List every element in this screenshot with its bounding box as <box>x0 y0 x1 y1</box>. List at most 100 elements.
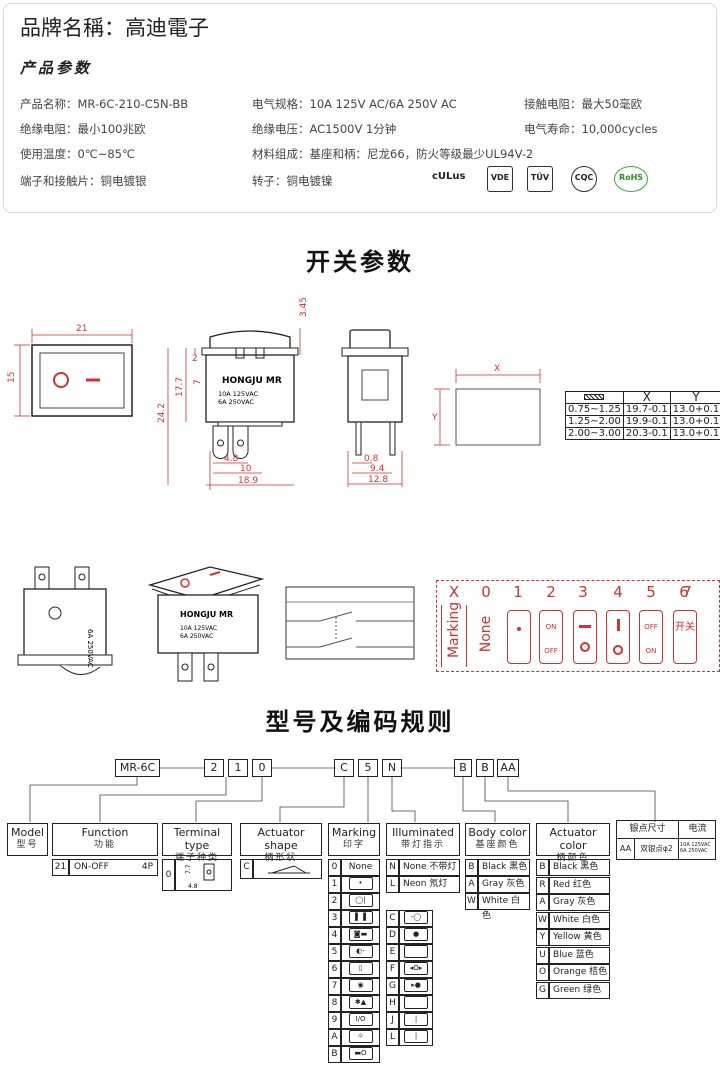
dim-height-177: 17.7 <box>175 377 185 397</box>
rohs-cert-icon: RoHS <box>614 166 648 192</box>
body-code-w: W <box>465 893 478 910</box>
dim-08: 0.8 <box>364 454 379 464</box>
switch-rear-view-drawing: 6A 250VAC <box>17 566 113 675</box>
marking-code-E: E <box>386 944 399 961</box>
marking-code-4: 4 <box>328 927 341 944</box>
marking-code-6: 6 <box>679 583 689 601</box>
illum-neon: Neon 氖灯 <box>399 876 460 893</box>
marking-dot-icon <box>507 610 531 664</box>
body-black: Black 黑色 <box>478 859 530 876</box>
dim-48: 4.8 <box>224 454 239 464</box>
actcolor-code-G: G <box>536 981 549 999</box>
marking-code-8: 8 <box>328 995 341 1012</box>
marking-glyph-2: ◯| <box>341 893 380 910</box>
dim-top-345: 3.45 <box>299 297 309 317</box>
side-label-rating1: 10A 125VAC <box>218 390 259 398</box>
body-code-a: A <box>465 876 478 893</box>
marking-code-7: 7 <box>682 583 692 601</box>
illum-code-l: L <box>386 876 399 893</box>
marking-code-3: 3 <box>578 583 588 601</box>
svg-text:HONGJU MR: HONGJU MR <box>180 610 233 619</box>
th-x: X <box>622 391 671 404</box>
svg-text:6A 250VAC: 6A 250VAC <box>180 633 213 640</box>
brand-name: 品牌名稱：高迪電子 <box>20 16 209 40</box>
marking-glyph-D: ● <box>399 927 433 944</box>
front-view-drawing <box>14 329 133 417</box>
marking-glyph-9: I/O <box>341 1012 380 1029</box>
actcolor-code-B: B <box>536 859 549 876</box>
illum-none: None 不带灯 <box>399 859 460 876</box>
svg-text:10A 125VAC: 10A 125VAC <box>180 625 217 632</box>
code-box-silver: AA <box>497 759 519 777</box>
marking-code-2: 2 <box>328 893 341 910</box>
dim-189: 18.9 <box>238 476 258 486</box>
illum-code-n: N <box>386 859 399 876</box>
actcolor-gray: Gray 灰色 <box>549 894 610 911</box>
code-rules-title: 型号及编码规则 <box>265 708 455 736</box>
marking-code-3: 3 <box>328 910 341 927</box>
dim-y: Y <box>431 413 438 423</box>
marking-label-box <box>441 605 467 667</box>
dim-width: 21 <box>76 324 87 334</box>
actcolor-orange: Orange 桔色 <box>549 964 610 981</box>
side-view-drawing <box>167 328 301 490</box>
actcolor-code-U: U <box>536 946 549 964</box>
marking-code-1: 1 <box>328 876 341 893</box>
code-box-actuator-color: B <box>476 759 494 777</box>
code-box-function-2: 1 <box>228 759 248 777</box>
marking-glyph-1: • <box>341 876 380 893</box>
cqc-cert-icon: CQC <box>571 166 597 192</box>
marking-glyph-L: | <box>399 1029 433 1046</box>
marking-word: Marking <box>446 601 462 658</box>
actcolor-code-W: W <box>536 911 549 929</box>
marking-glyph-7: ◉ <box>341 978 380 995</box>
marking-glyph-G: ▸● <box>399 978 433 995</box>
circuit-diagram <box>285 586 415 660</box>
svg-text:6A 250VAC: 6A 250VAC <box>86 629 94 668</box>
terminal-code: 0 <box>162 859 175 891</box>
dim-x: X <box>494 364 500 374</box>
switch-params-title: 开关参数 <box>306 248 414 276</box>
dim-height: 15 <box>7 372 17 383</box>
marking-kaiguan-icon: 开关 <box>673 610 697 664</box>
marking-glyph-A: ☼ <box>341 1029 380 1046</box>
marking-code-2: 2 <box>546 583 556 601</box>
marking-code-4: 4 <box>613 583 623 601</box>
marking-code-C: C <box>386 910 399 927</box>
silver-value: 双银点φ2 <box>635 839 679 859</box>
params-heading: 产品参数 <box>20 59 93 77</box>
tuv-cert-icon: TÜV <box>527 166 553 192</box>
marking-glyph-E <box>399 944 433 961</box>
code-box-body-color: B <box>454 759 472 777</box>
dim-10: 10 <box>240 464 252 474</box>
body-code-b: B <box>465 859 478 876</box>
spec-rotor: 转子：铜电镀镍 <box>252 174 333 188</box>
product-illustrations: 6A 250VAC HONGJU MR 10A 125VAC 6A 250VAC <box>17 566 415 682</box>
actcolor-blue: Blue 蓝色 <box>549 946 610 964</box>
marking-glyph-6: ▯ <box>341 961 380 978</box>
marking-code-6: 6 <box>328 961 341 978</box>
dim-2: 2 <box>192 354 198 364</box>
dim-94: 9.4 <box>370 464 385 474</box>
marking-code-A: A <box>328 1029 341 1046</box>
marking-glyph-B: ▬O <box>341 1046 380 1063</box>
panel-cutout-drawing <box>434 369 541 446</box>
dim-7: 7 <box>193 379 203 385</box>
spec-temperature: 使用温度：0℃~85℃ <box>20 147 135 161</box>
spec-material: 材料组成：基座和柄：尼龙66，防火等级最少UL94V-2 <box>252 147 534 161</box>
marking-glyph-0: None <box>341 859 380 876</box>
silver-current-title: 电流 <box>679 821 716 839</box>
